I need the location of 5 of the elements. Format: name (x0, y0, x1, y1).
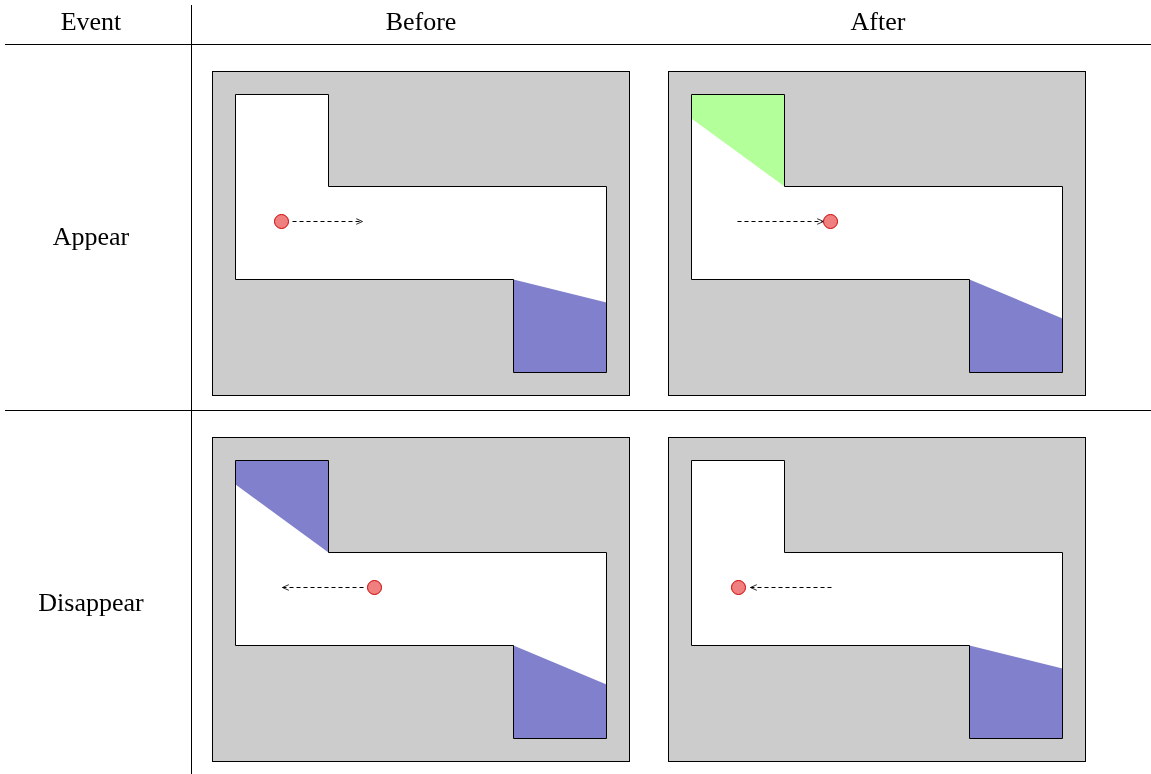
table-header: Event (60, 6, 122, 38)
table-header: Disappear (38, 587, 144, 619)
table-header: Appear (52, 221, 130, 253)
table-header: After (850, 6, 906, 38)
table-header: Before (385, 6, 457, 38)
